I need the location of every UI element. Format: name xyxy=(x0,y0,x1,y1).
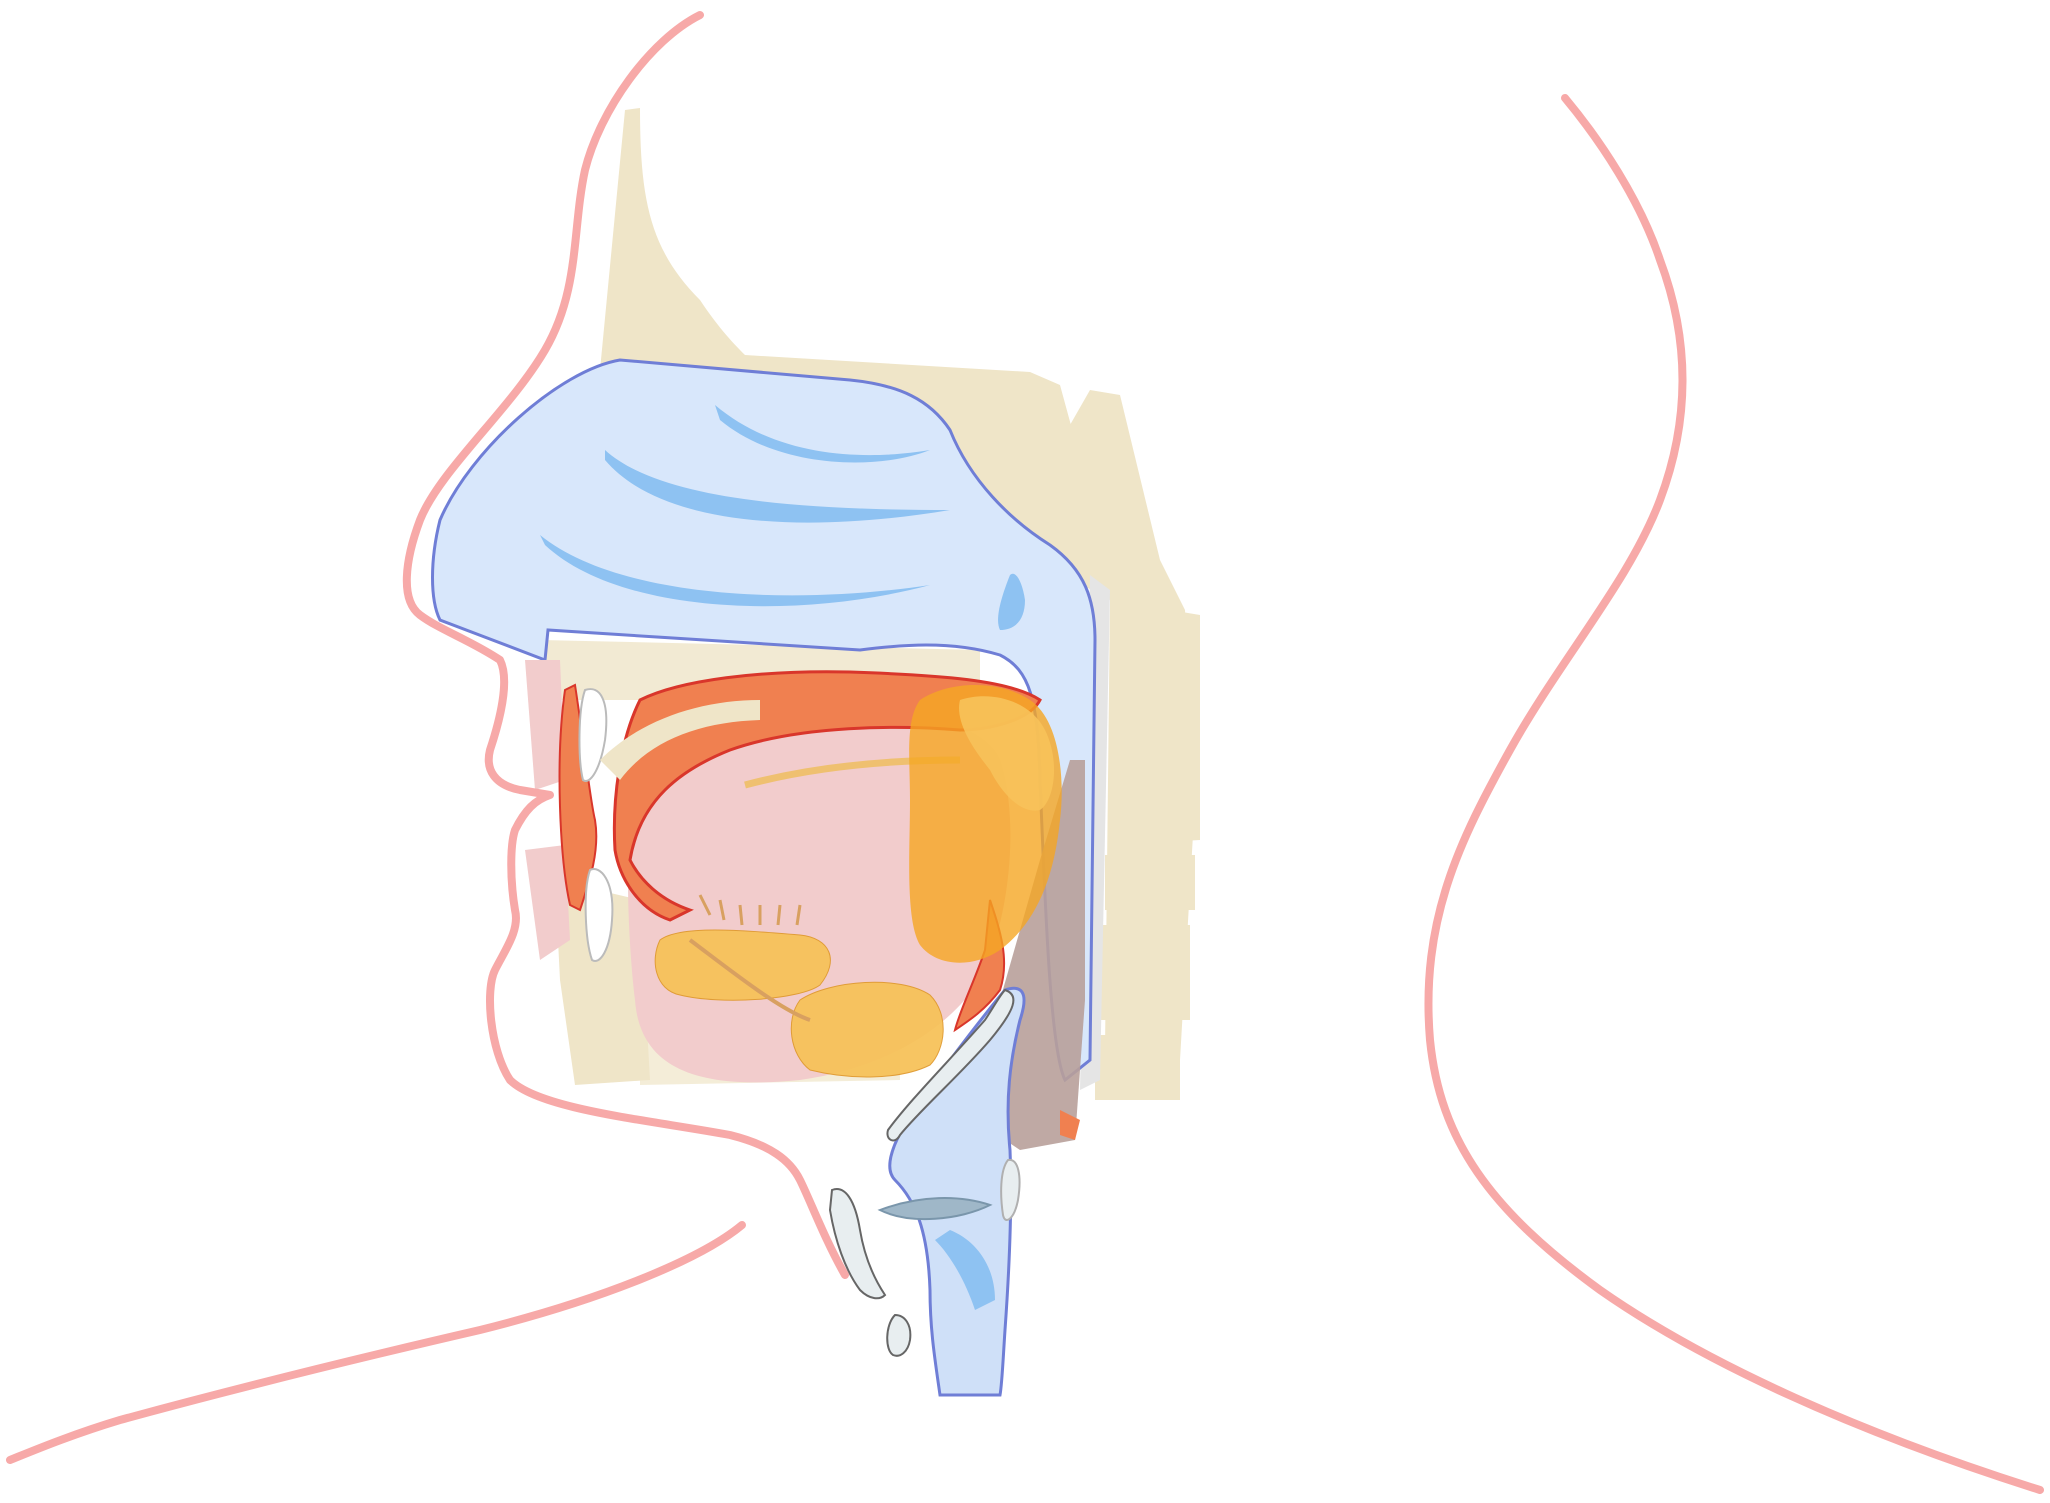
upper-incisor xyxy=(579,689,606,781)
thyroid-cartilage xyxy=(830,1189,885,1298)
cricoid-cartilage xyxy=(887,1315,910,1356)
chin-neck-outline xyxy=(10,1225,742,1460)
submandibular-gland xyxy=(791,982,943,1077)
sublingual-gland xyxy=(655,930,830,1000)
vertebra-4 xyxy=(1095,1035,1180,1100)
arytenoid xyxy=(1001,1160,1019,1220)
vertebra-2 xyxy=(1105,855,1195,910)
vertebra-1 xyxy=(1110,600,1200,845)
vertebra-3 xyxy=(1100,925,1190,1020)
back-of-head-neck-outline xyxy=(1428,98,2040,1490)
